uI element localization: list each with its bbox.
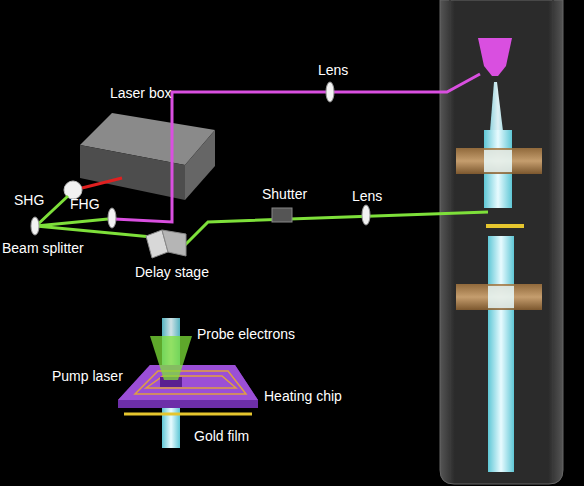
- heater-wire: [146, 376, 236, 388]
- lens: [362, 205, 370, 225]
- lens-coil: [456, 284, 542, 310]
- fhg-crystal: [108, 208, 116, 228]
- component-label: Shutter: [262, 186, 307, 202]
- electron-beam: [484, 150, 512, 172]
- heating-chip: [118, 365, 258, 400]
- electron-beam: [488, 236, 514, 472]
- electron-beam: [484, 130, 512, 208]
- inset-label: Heating chip: [264, 388, 342, 404]
- column-inner-wall: [449, 0, 451, 480]
- fundamental-beam: [82, 178, 122, 188]
- delay-stage: [162, 230, 186, 256]
- green-beam: [36, 219, 108, 226]
- inset-label: Gold film: [194, 428, 249, 444]
- green-beam: [36, 226, 152, 237]
- component-label: Beam splitter: [2, 240, 84, 256]
- lens-coil: [456, 148, 542, 174]
- sample-film: [486, 224, 524, 228]
- pump-laser-cone: [150, 336, 192, 380]
- component-label: SHG: [14, 192, 44, 208]
- component-label: Delay stage: [135, 264, 209, 280]
- lens: [326, 82, 334, 102]
- electron-beam: [488, 286, 514, 308]
- component-label: Laser box: [110, 85, 171, 101]
- gold-film: [124, 413, 252, 416]
- laser-box-side: [185, 130, 215, 200]
- photocathode: [478, 38, 512, 76]
- component-label: FHG: [70, 196, 100, 212]
- component-label: Lens: [352, 188, 382, 204]
- column-inner-wall: [552, 0, 554, 480]
- pump-beam: [185, 212, 488, 245]
- heating-chip-side: [118, 365, 258, 408]
- laser-box-front: [80, 145, 185, 200]
- inset-label: Probe electrons: [197, 326, 295, 342]
- beam-splitter: [31, 217, 39, 235]
- heater-wire: [135, 371, 246, 394]
- inset-label: Pump laser: [52, 368, 123, 384]
- component-label: Lens: [318, 62, 348, 78]
- microscope-column: [440, 0, 563, 484]
- shutter: [272, 208, 292, 222]
